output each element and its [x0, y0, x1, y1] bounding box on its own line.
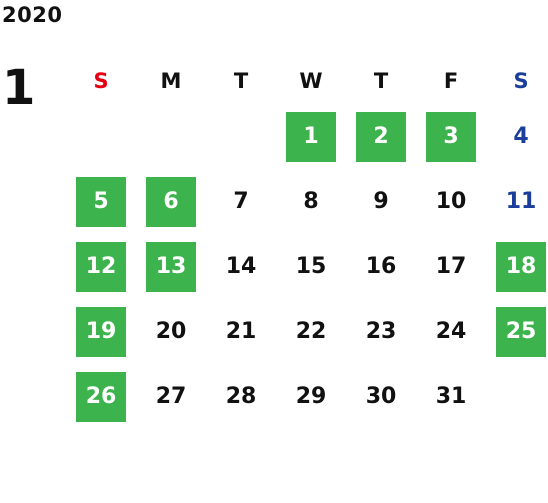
calendar-cell: 5	[66, 169, 136, 234]
calendar-cell: 28	[206, 364, 276, 429]
day-2[interactable]: 2	[356, 111, 406, 162]
calendar-cell: 20	[136, 299, 206, 364]
calendar-cell: 12	[66, 234, 136, 299]
calendar-cell: 13	[136, 234, 206, 299]
day-16[interactable]: 16	[365, 254, 397, 279]
calendar-cell: 7	[206, 169, 276, 234]
month-label: 1	[2, 60, 36, 116]
calendar-cell: 10	[416, 169, 486, 234]
day-29[interactable]: 29	[295, 384, 327, 409]
calendar-cell: 21	[206, 299, 276, 364]
day-19[interactable]: 19	[76, 306, 126, 357]
day-3[interactable]: 3	[426, 111, 476, 162]
day-26[interactable]: 26	[76, 371, 126, 422]
calendar-cell: 11	[486, 169, 548, 234]
day-22[interactable]: 22	[295, 319, 327, 344]
calendar-cell: 2	[346, 104, 416, 169]
day-14[interactable]: 14	[225, 254, 257, 279]
day-12[interactable]: 12	[76, 241, 126, 292]
calendar-cell: 17	[416, 234, 486, 299]
day-9[interactable]: 9	[373, 189, 389, 214]
day-7[interactable]: 7	[233, 189, 249, 214]
calendar-cell: 6	[136, 169, 206, 234]
calendar-cell: 23	[346, 299, 416, 364]
calendar-cell: 19	[66, 299, 136, 364]
calendar-cell	[486, 364, 548, 429]
calendar-cell: 15	[276, 234, 346, 299]
day-8[interactable]: 8	[303, 189, 319, 214]
day-28[interactable]: 28	[225, 384, 257, 409]
day-1[interactable]: 1	[286, 111, 336, 162]
day-10[interactable]: 10	[435, 189, 467, 214]
calendar-cell: 27	[136, 364, 206, 429]
calendar-cell: 18	[486, 234, 548, 299]
calendar-cell: 25	[486, 299, 548, 364]
day-23[interactable]: 23	[365, 319, 397, 344]
day-15[interactable]: 15	[295, 254, 327, 279]
calendar-cell: 3	[416, 104, 486, 169]
weekday-header-friday: F	[443, 69, 459, 93]
day-5[interactable]: 5	[76, 176, 126, 227]
day-31[interactable]: 31	[435, 384, 467, 409]
day-6[interactable]: 6	[146, 176, 196, 227]
calendar-cell: 22	[276, 299, 346, 364]
calendar-cell	[66, 104, 136, 169]
day-30[interactable]: 30	[365, 384, 397, 409]
weekday-header-tuesday: T	[233, 69, 249, 93]
day-18[interactable]: 18	[496, 241, 546, 292]
calendar-cell: 24	[416, 299, 486, 364]
weekday-header-monday: M	[160, 69, 182, 93]
day-27[interactable]: 27	[155, 384, 187, 409]
day-24[interactable]: 24	[435, 319, 467, 344]
calendar-cell: 26	[66, 364, 136, 429]
day-4[interactable]: 4	[513, 124, 529, 149]
calendar-cell	[206, 104, 276, 169]
calendar-cell: 1	[276, 104, 346, 169]
weekday-header-saturday: S	[513, 69, 529, 93]
day-21[interactable]: 21	[225, 319, 257, 344]
weekday-header-thursday: T	[373, 69, 389, 93]
day-11[interactable]: 11	[505, 189, 537, 214]
calendar-cell: 8	[276, 169, 346, 234]
calendar-cell: 16	[346, 234, 416, 299]
calendar-cell: 31	[416, 364, 486, 429]
day-17[interactable]: 17	[435, 254, 467, 279]
day-20[interactable]: 20	[155, 319, 187, 344]
calendar-cell: 30	[346, 364, 416, 429]
calendar-cell: 14	[206, 234, 276, 299]
calendar-cell: 9	[346, 169, 416, 234]
day-13[interactable]: 13	[146, 241, 196, 292]
year-label: 2020	[2, 3, 63, 27]
calendar-cell	[136, 104, 206, 169]
weekday-header-sunday: S	[93, 69, 109, 93]
day-25[interactable]: 25	[496, 306, 546, 357]
weekday-header-wednesday: W	[299, 69, 323, 93]
calendar-cell: 29	[276, 364, 346, 429]
calendar-cell: 4	[486, 104, 548, 169]
